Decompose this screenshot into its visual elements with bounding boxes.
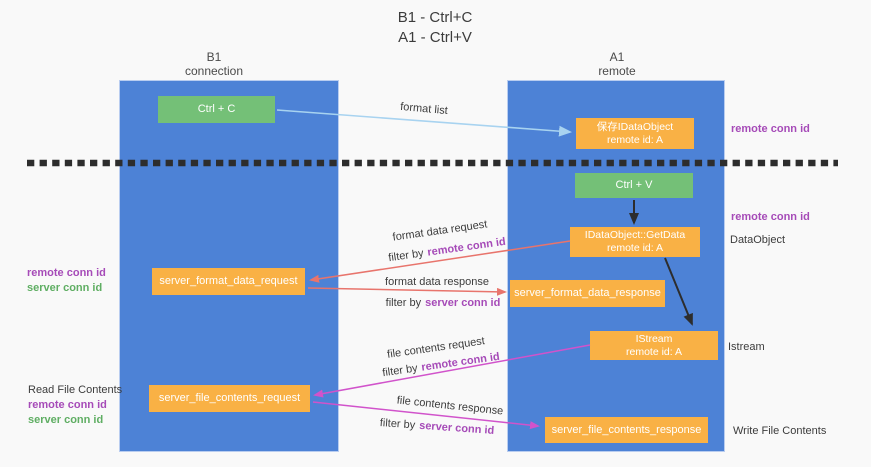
diagram-title: B1 - Ctrl+C A1 - Ctrl+V: [330, 8, 540, 48]
right-column-subtitle: remote: [598, 64, 636, 78]
filter-by-text: filter by: [385, 297, 422, 309]
node-server-file-contents-request: server_file_contents_request: [149, 385, 310, 412]
left-column-subtitle: connection: [184, 64, 244, 78]
node-ctrl-v: Ctrl + V: [575, 173, 693, 198]
node-server-format-data-request: server_format_data_request: [152, 268, 305, 295]
node-ctrl-c-label: Ctrl + C: [197, 103, 236, 115]
server-conn-id-text: server conn id: [425, 297, 501, 309]
annotation-read-file-block: Read File Contents remote conn id server…: [28, 383, 122, 428]
label-file-contents-response: file contents response: [396, 394, 504, 418]
node-server-format-data-response-label: server_format_data_response: [514, 287, 661, 299]
annotation-remote-conn-id-top-right: remote conn id: [731, 123, 810, 135]
server-conn-id-text: server conn id: [418, 419, 495, 437]
node-server-file-contents-response-label: server_file_contents_response: [551, 423, 702, 436]
node-server-format-data-response: server_format_data_response: [510, 280, 665, 307]
node-getdata-line1: IDataObject::GetData: [584, 229, 686, 241]
annotation-left-conn-ids: remote conn id server conn id: [27, 266, 106, 296]
annotation-write-file-contents: Write File Contents: [733, 425, 827, 437]
node-save-idataobject: 保存IDataObject remote id: A: [576, 118, 694, 149]
node-server-file-contents-request-label: server_file_contents_request: [158, 392, 301, 404]
annotation-dataobject: DataObject: [730, 234, 786, 246]
annotation-remote-conn-id-left: remote conn id: [27, 267, 106, 279]
node-getdata-line2: remote id: A: [606, 242, 664, 254]
node-istream: IStream remote id: A: [590, 331, 718, 360]
right-column-title: A1: [609, 50, 625, 64]
node-istream-line2: remote id: A: [625, 345, 683, 358]
filter-by-text: filter by: [387, 247, 425, 265]
title-line-2: A1 - Ctrl+V: [398, 29, 472, 46]
node-save-idataobject-line1: 保存IDataObject: [596, 120, 674, 133]
left-column-header: B1 connection: [149, 50, 279, 78]
node-server-format-data-request-label: server_format_data_request: [159, 275, 298, 287]
node-ctrl-v-label: Ctrl + V: [615, 179, 653, 191]
label-format-list: format list: [399, 100, 449, 118]
node-server-file-contents-response: server_file_contents_response: [545, 417, 708, 443]
left-column-title: B1: [206, 50, 222, 64]
annotation-remote-conn-id-mid-right: remote conn id: [731, 211, 810, 223]
annotation-istream: Istream: [728, 341, 765, 353]
node-istream-line1: IStream: [635, 332, 673, 345]
annotation-remote-conn-id-bottom-left: remote conn id: [28, 399, 107, 411]
remote-conn-id-text: remote conn id: [426, 235, 507, 259]
filter-by-text: filter by: [379, 417, 416, 432]
node-ctrl-c: Ctrl + C: [158, 96, 275, 123]
right-column-header: A1 remote: [552, 50, 682, 78]
annotation-server-conn-id-bottom-left: server conn id: [28, 414, 104, 426]
filter-by-text: filter by: [381, 362, 419, 380]
annotation-read-file-contents: Read File Contents: [28, 384, 123, 396]
title-line-1: B1 - Ctrl+C: [397, 9, 473, 26]
label-format-data-response: format data response: [385, 276, 489, 288]
node-save-idataobject-line2: remote id: A: [606, 133, 664, 146]
annotation-server-conn-id-left: server conn id: [27, 282, 103, 294]
node-idataobject-getdata: IDataObject::GetData remote id: A: [570, 227, 700, 257]
